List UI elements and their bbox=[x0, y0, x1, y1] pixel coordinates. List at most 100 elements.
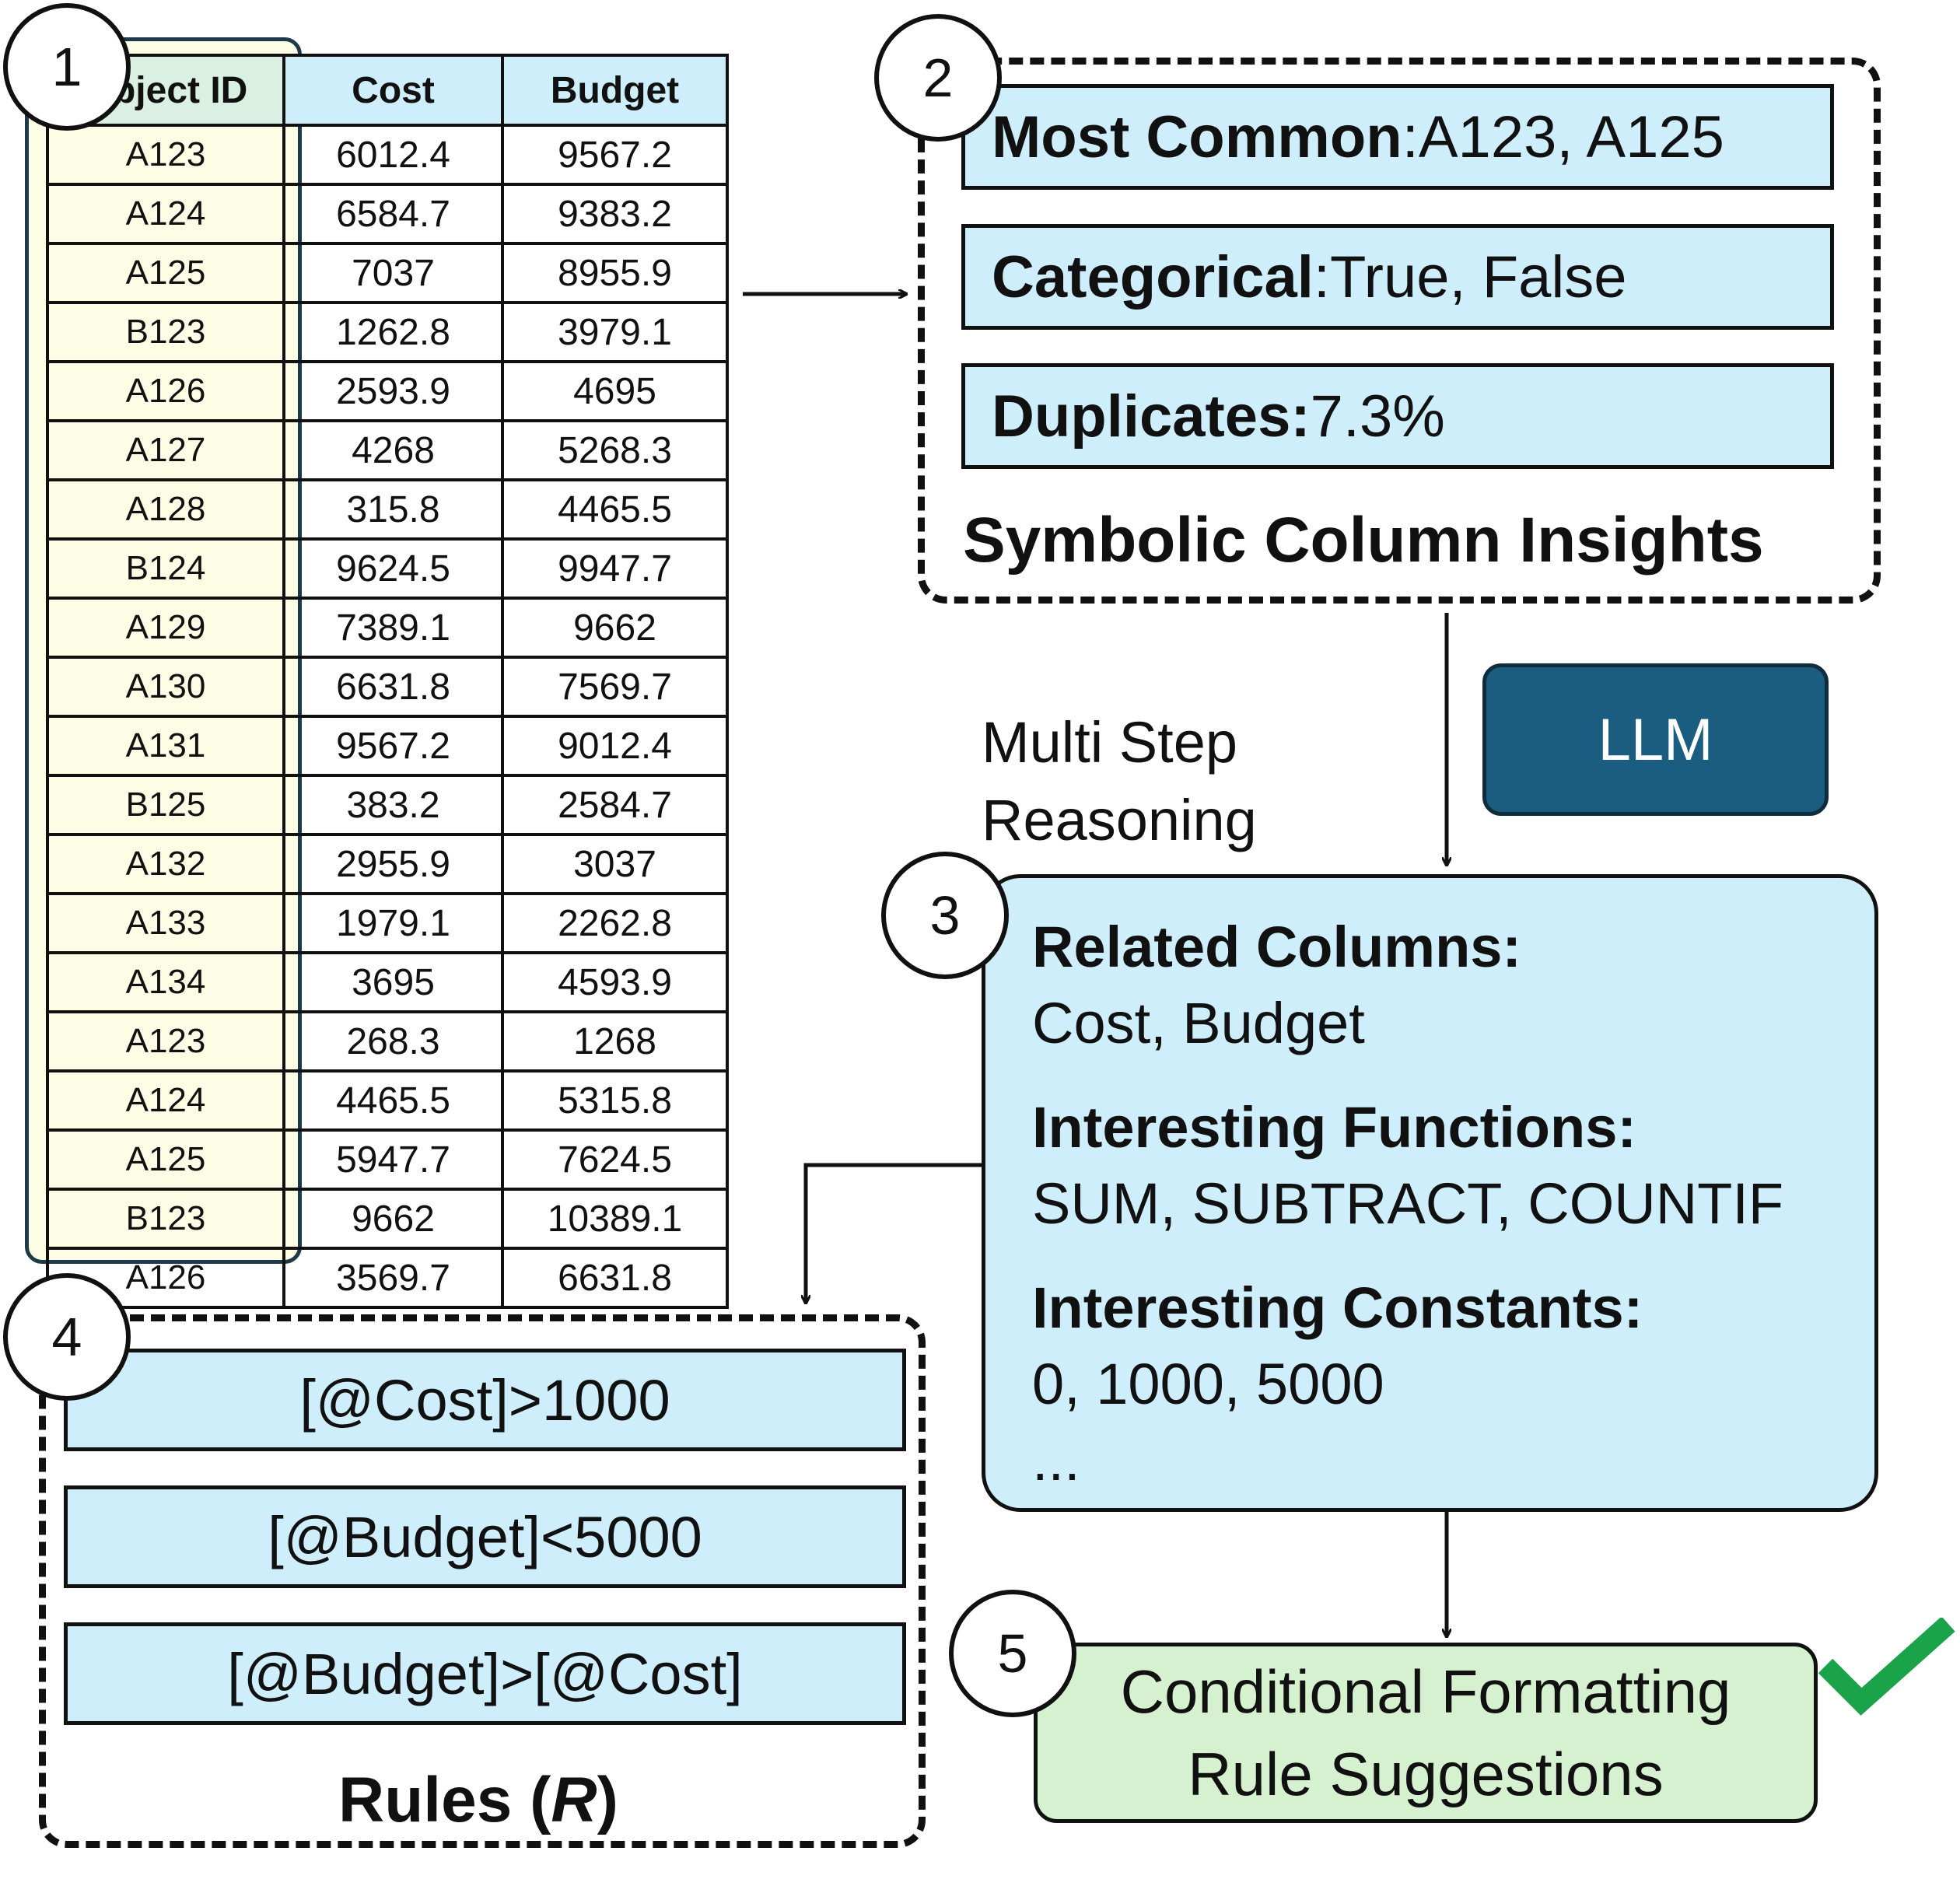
cost-cell: 4268 bbox=[282, 419, 504, 481]
cost-cell: 7037 bbox=[282, 242, 504, 304]
budget-cell: 5268.3 bbox=[501, 419, 729, 481]
column-header-budget: Budget bbox=[501, 54, 729, 127]
cost-cell: 6631.8 bbox=[282, 656, 504, 718]
cost-cell: 5947.7 bbox=[282, 1128, 504, 1191]
interesting-functions-value: SUM, SUBTRACT, COUNTIF bbox=[1032, 1171, 1784, 1236]
budget-cell: 4465.5 bbox=[501, 478, 729, 541]
insight-duplicates: Duplicates: 7.3% bbox=[961, 363, 1834, 469]
reasoning-label: Multi Step Reasoning bbox=[982, 710, 1257, 852]
interesting-functions-label: Interesting Functions: bbox=[1032, 1095, 1636, 1160]
insight-label: Most Common bbox=[992, 103, 1402, 170]
interesting-constants-label: Interesting Constants: bbox=[1032, 1275, 1643, 1340]
budget-cell: 1268 bbox=[501, 1010, 729, 1072]
reasoning-output-panel: Related Columns: Cost, Budget Interestin… bbox=[982, 874, 1878, 1512]
table-header-row: Object ID Cost Budget bbox=[46, 54, 729, 127]
cost-cell: 1979.1 bbox=[282, 892, 504, 954]
cost-cell: 268.3 bbox=[282, 1010, 504, 1072]
budget-cell: 2262.8 bbox=[501, 892, 729, 954]
object-id-cell: A126 bbox=[46, 360, 285, 422]
object-id-cell: A123 bbox=[46, 1010, 285, 1072]
insight-label: Duplicates: bbox=[992, 383, 1311, 450]
cost-cell: 4465.5 bbox=[282, 1069, 504, 1132]
object-id-cell: A129 bbox=[46, 597, 285, 659]
budget-cell: 3979.1 bbox=[501, 301, 729, 363]
object-id-cell: B124 bbox=[46, 537, 285, 600]
cost-cell: 6012.4 bbox=[282, 124, 504, 186]
budget-cell: 9662 bbox=[501, 597, 729, 659]
insight-most-common: Most Common: A123, A125 bbox=[961, 84, 1834, 190]
step-number-2: 2 bbox=[874, 14, 1002, 142]
object-id-cell: A133 bbox=[46, 892, 285, 954]
budget-cell: 4593.9 bbox=[501, 951, 729, 1013]
object-id-cell: B123 bbox=[46, 1188, 285, 1250]
llm-box: LLM bbox=[1482, 663, 1829, 816]
budget-cell: 9383.2 bbox=[501, 183, 729, 245]
rule-suggestions-box: Conditional Formatting Rule Suggestions bbox=[1034, 1643, 1818, 1823]
object-id-cell: A124 bbox=[46, 1069, 285, 1132]
cost-cell: 9662 bbox=[282, 1188, 504, 1250]
step-number-1: 1 bbox=[3, 3, 131, 131]
budget-cell: 4695 bbox=[501, 360, 729, 422]
object-id-cell: A134 bbox=[46, 951, 285, 1013]
cost-cell: 3569.7 bbox=[282, 1247, 504, 1309]
cost-cell: 315.8 bbox=[282, 478, 504, 541]
object-id-cell: A130 bbox=[46, 656, 285, 718]
object-id-cell: A131 bbox=[46, 715, 285, 777]
cost-cell: 9567.2 bbox=[282, 715, 504, 777]
budget-cell: 9947.7 bbox=[501, 537, 729, 600]
insight-label: Categorical bbox=[992, 243, 1314, 310]
interesting-constants-value: 0, 1000, 5000 bbox=[1032, 1352, 1384, 1416]
object-id-cell: B125 bbox=[46, 774, 285, 836]
insight-value: 7.3% bbox=[1310, 383, 1445, 450]
budget-cell: 6631.8 bbox=[501, 1247, 729, 1309]
budget-cell: 3037 bbox=[501, 833, 729, 895]
rules-panel bbox=[39, 1314, 926, 1848]
object-id-cell: A132 bbox=[46, 833, 285, 895]
budget-cell: 9012.4 bbox=[501, 715, 729, 777]
rule-item: [@Budget]<5000 bbox=[64, 1485, 906, 1588]
object-id-cell: A124 bbox=[46, 183, 285, 245]
cost-cell: 3695 bbox=[282, 951, 504, 1013]
cost-cell: 6584.7 bbox=[282, 183, 504, 245]
insight-value: A123, A125 bbox=[1418, 103, 1724, 170]
insights-title: Symbolic Column Insights bbox=[963, 505, 1764, 576]
cost-cell: 1262.8 bbox=[282, 301, 504, 363]
related-columns-value: Cost, Budget bbox=[1032, 991, 1365, 1055]
insight-categorical: Categorical: True, False bbox=[961, 224, 1834, 330]
cost-cell: 383.2 bbox=[282, 774, 504, 836]
rule-item: [@Cost]>1000 bbox=[64, 1349, 906, 1451]
cost-cell: 7389.1 bbox=[282, 597, 504, 659]
budget-cell: 5315.8 bbox=[501, 1069, 729, 1132]
cost-cell: 2593.9 bbox=[282, 360, 504, 422]
budget-cell: 7569.7 bbox=[501, 656, 729, 718]
rules-title: Rules (R) bbox=[338, 1765, 618, 1835]
object-id-cell: A123 bbox=[46, 124, 285, 186]
cost-cell: 9624.5 bbox=[282, 537, 504, 600]
budget-cell: 8955.9 bbox=[501, 242, 729, 304]
object-id-cell: A125 bbox=[46, 242, 285, 304]
check-icon bbox=[1818, 1618, 1955, 1716]
more-ellipsis: ... bbox=[1032, 1428, 1080, 1492]
object-id-cell: B123 bbox=[46, 301, 285, 363]
budget-cell: 7624.5 bbox=[501, 1128, 729, 1191]
related-columns-label: Related Columns: bbox=[1032, 915, 1522, 979]
arrow-related-to-rules bbox=[806, 1163, 982, 1303]
